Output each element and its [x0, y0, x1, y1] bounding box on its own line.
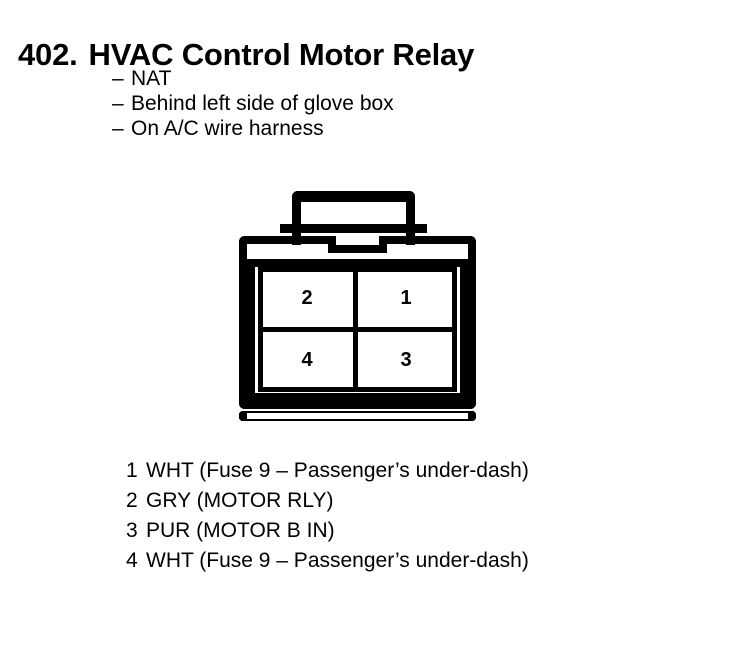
legend-row: 1 WHT (Fuse 9 – Passenger’s under-dash)	[126, 456, 529, 486]
legend-row: 4 WHT (Fuse 9 – Passenger’s under-dash)	[126, 546, 529, 576]
bullet-dash-icon: –	[112, 92, 124, 115]
pin-legend: 1 WHT (Fuse 9 – Passenger’s under-dash) …	[126, 456, 529, 576]
legend-pin-number: 4	[126, 549, 138, 572]
legend-pin-number: 3	[126, 519, 138, 542]
legend-pin-number: 2	[126, 489, 138, 512]
legend-row: 2 GRY (MOTOR RLY)	[126, 486, 529, 516]
legend-pin-description: WHT (Fuse 9 – Passenger’s under-dash)	[146, 549, 529, 572]
pin-grid	[258, 267, 457, 392]
note-text: NAT	[131, 67, 172, 90]
note-text: On A/C wire harness	[131, 117, 324, 140]
note-item: – On A/C wire harness	[112, 116, 394, 141]
legend-row: 3 PUR (MOTOR B IN)	[126, 516, 529, 546]
page-number: 402.	[18, 36, 78, 72]
pin-label-bottom-right: 3	[400, 349, 411, 371]
legend-pin-description: PUR (MOTOR B IN)	[146, 519, 335, 542]
legend-pin-description: WHT (Fuse 9 – Passenger’s under-dash)	[146, 459, 529, 482]
notes-list: – NAT – Behind left side of glove box – …	[112, 66, 394, 141]
page-title-text: HVAC Control Motor Relay	[88, 36, 475, 72]
legend-pin-description: GRY (MOTOR RLY)	[146, 489, 334, 512]
connector-diagram: 2 1 4 3	[225, 185, 490, 425]
pin-label-bottom-left: 4	[301, 349, 313, 371]
note-item: – Behind left side of glove box	[112, 91, 394, 116]
connector-shell	[239, 236, 476, 421]
pin-label-top-left: 2	[301, 287, 312, 309]
page-title: 402. HVAC Control Motor Relay	[18, 37, 474, 73]
pin-label-top-right: 1	[400, 287, 411, 309]
pin-labels: 2 1 4 3	[301, 287, 411, 371]
bullet-dash-icon: –	[112, 117, 124, 140]
note-item: – NAT	[112, 66, 394, 91]
bullet-dash-icon: –	[112, 67, 124, 90]
legend-pin-number: 1	[126, 459, 138, 482]
note-text: Behind left side of glove box	[131, 92, 394, 115]
